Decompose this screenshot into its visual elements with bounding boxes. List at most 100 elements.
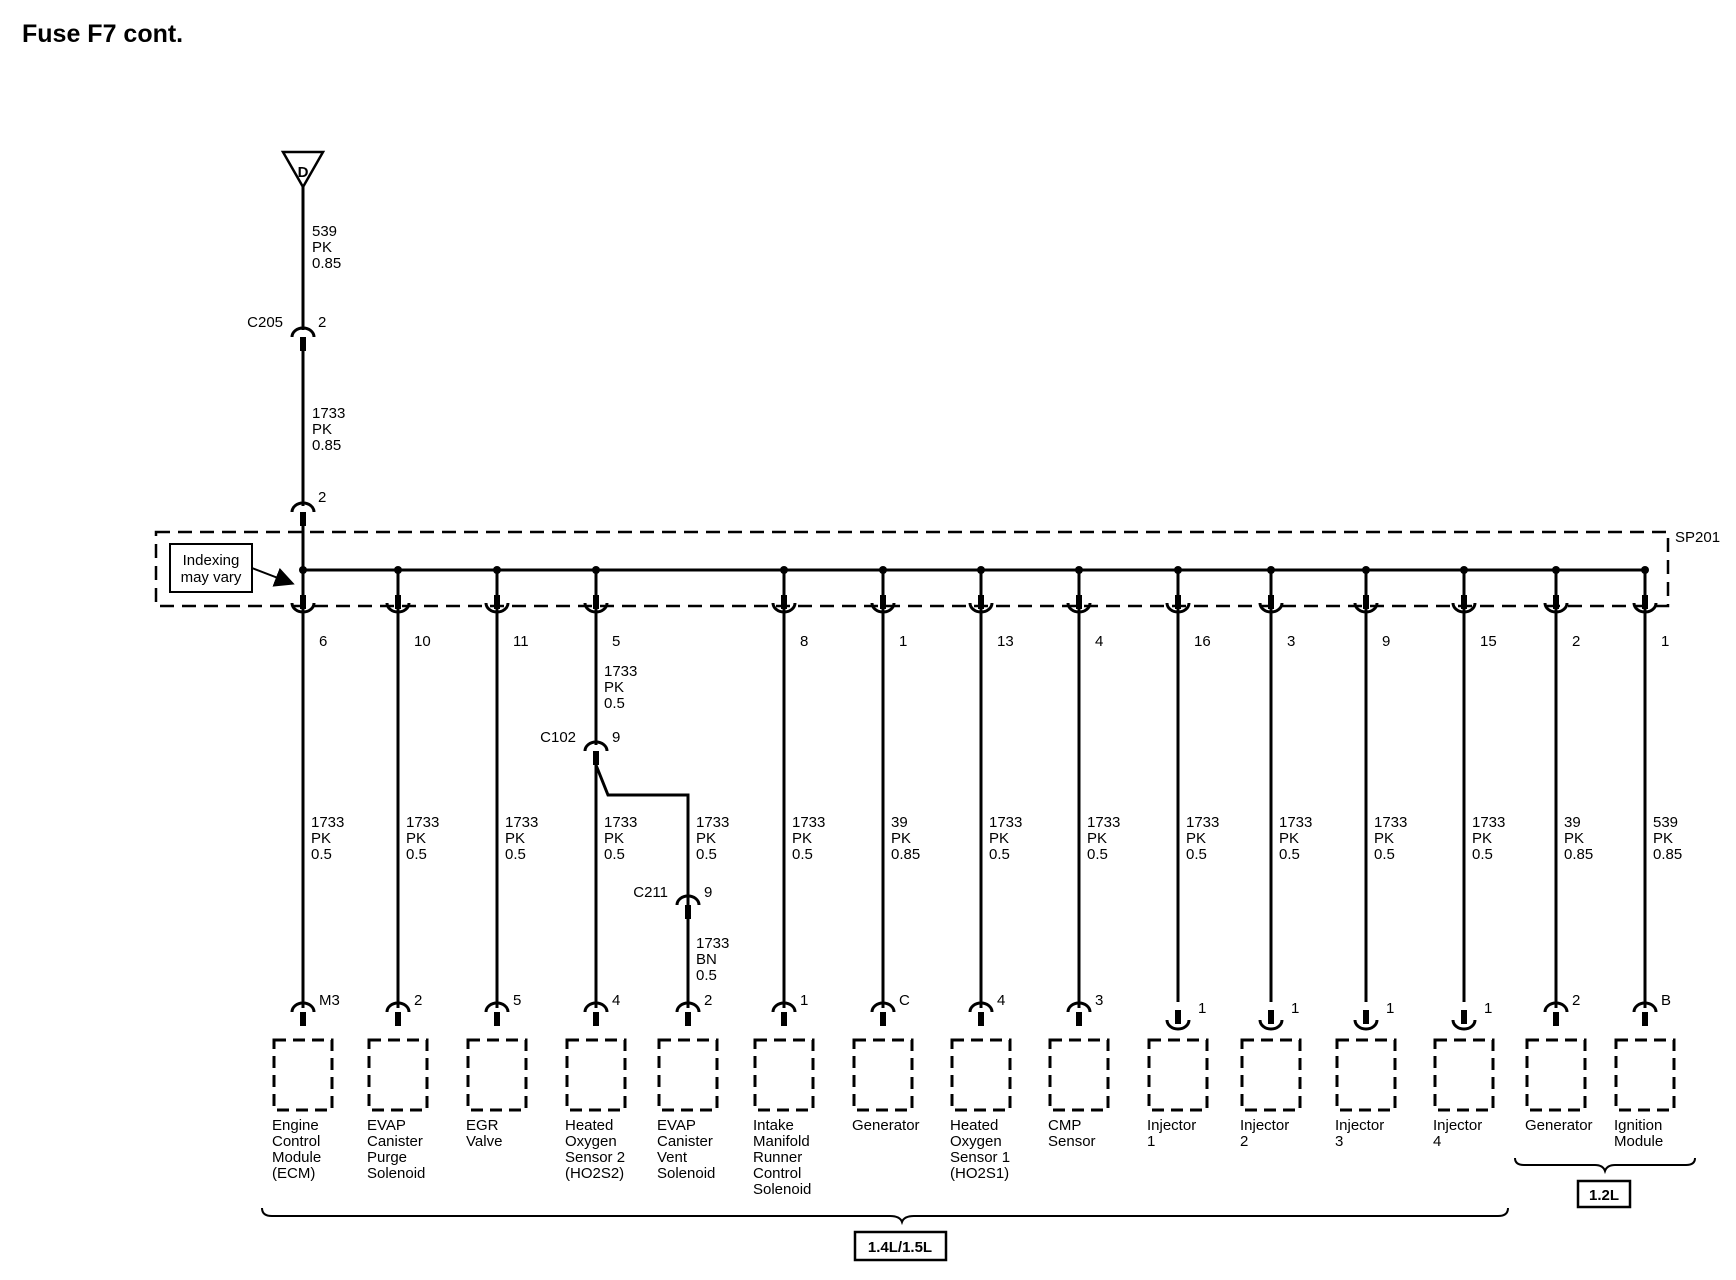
component-label-6: Manifold — [753, 1133, 810, 1150]
splice-pin-8: 13 — [997, 633, 1014, 650]
component-label-1: Control — [272, 1133, 320, 1150]
wire-label-1: 0.5 — [311, 846, 332, 863]
svg-text:539: 539 — [312, 223, 337, 240]
connector-c205: C205 2 — [247, 314, 326, 351]
wire-label-upper-4: 0.5 — [604, 695, 625, 712]
component-label-6: Intake — [753, 1117, 794, 1134]
splice-pack-name: SP201 — [1675, 529, 1720, 546]
component-label-15: Module — [1614, 1133, 1663, 1150]
connector-c211-name: C211 — [633, 884, 668, 901]
wire-label-5: 1733 — [696, 814, 729, 831]
wire-label-10: 0.5 — [1186, 846, 1207, 863]
component-label-8: Sensor 1 — [950, 1149, 1010, 1166]
component-label-15: Ignition — [1614, 1117, 1662, 1134]
wire-label-2: 1733 — [406, 814, 439, 831]
component-connector-7 — [870, 1001, 896, 1013]
wire-label-11: PK — [1279, 830, 1299, 847]
connector-c205-name: C205 — [247, 314, 283, 331]
component-connector-14 — [1543, 1001, 1569, 1013]
wire-label-upper-4: PK — [604, 679, 624, 696]
component-label-1: Engine — [272, 1117, 319, 1134]
component-pin-13: 1 — [1484, 1000, 1492, 1017]
splice-pin-6: 8 — [800, 633, 808, 650]
wire-label-3: 0.5 — [505, 846, 526, 863]
wire-label-15: 0.85 — [1653, 846, 1682, 863]
component-box-7 — [852, 1038, 914, 1112]
wire-label-15: 539 — [1653, 814, 1678, 831]
wire-label-9: PK — [1087, 830, 1107, 847]
component-label-8: (HO2S1) — [950, 1165, 1009, 1182]
splice-pin-2: 10 — [414, 633, 431, 650]
wire-label-9: 0.5 — [1087, 846, 1108, 863]
wire-label-c211-after: BN — [696, 951, 717, 968]
indexing-note-line-1: Indexing — [183, 552, 240, 569]
component-label-13: Injector — [1433, 1117, 1482, 1134]
component-label-2: Solenoid — [367, 1165, 425, 1182]
component-connector-2 — [385, 1001, 411, 1013]
component-label-4: Oxygen — [565, 1133, 617, 1150]
wire-label-8: PK — [989, 830, 1009, 847]
component-connector-6 — [771, 1001, 797, 1013]
group-small-label: 1.2L — [1589, 1187, 1619, 1204]
wire-label-source-top: 539 PK 0.85 — [312, 223, 341, 272]
wire-label-6: 1733 — [792, 814, 825, 831]
wire-label-5: PK — [696, 830, 716, 847]
component-label-1: Module — [272, 1149, 321, 1166]
wire-label-13: 1733 — [1472, 814, 1505, 831]
component-pin-1: M3 — [319, 992, 340, 1009]
component-box-11 — [1240, 1038, 1302, 1112]
page-title: Fuse F7 cont. — [22, 20, 184, 48]
splice-pin-11: 3 — [1287, 633, 1295, 650]
group-bracket-large: 1.4L/1.5L — [261, 1207, 1509, 1262]
component-label-5: EVAP — [657, 1117, 696, 1134]
wire-label-12: 0.5 — [1374, 846, 1395, 863]
component-box-6 — [753, 1038, 815, 1112]
component-connector-11 — [1258, 1019, 1284, 1031]
wire-label-5: 0.5 — [696, 846, 717, 863]
splice-input-pin: 2 — [318, 489, 326, 506]
component-pin-14: 2 — [1572, 992, 1580, 1009]
component-connector-13 — [1451, 1019, 1477, 1031]
connector-c211-pin: 9 — [704, 884, 712, 901]
component-connector-4 — [583, 1001, 609, 1013]
component-pin-7: C — [899, 992, 910, 1009]
component-label-2: Purge — [367, 1149, 407, 1166]
component-label-11: Injector — [1240, 1117, 1289, 1134]
splice-pin-7: 1 — [899, 633, 907, 650]
wire-label-4: 0.5 — [604, 846, 625, 863]
component-box-15 — [1614, 1038, 1676, 1112]
component-connector-5 — [675, 1001, 701, 1013]
component-label-11: 2 — [1240, 1133, 1248, 1150]
wire-label-6: 0.5 — [792, 846, 813, 863]
component-label-12: Injector — [1335, 1117, 1384, 1134]
wire-label-4: 1733 — [604, 814, 637, 831]
source-symbol-label: D — [298, 164, 309, 181]
component-connector-10 — [1165, 1019, 1191, 1031]
component-label-6: Runner — [753, 1149, 802, 1166]
component-label-5: Solenoid — [657, 1165, 715, 1182]
component-box-10 — [1147, 1038, 1209, 1112]
wire-label-4: PK — [604, 830, 624, 847]
svg-text:0.85: 0.85 — [312, 437, 341, 454]
indexing-note: Indexing may vary — [169, 543, 295, 593]
wire-label-7: 0.85 — [891, 846, 920, 863]
wire-label-9: 1733 — [1087, 814, 1120, 831]
component-label-4: (HO2S2) — [565, 1165, 624, 1182]
wire-label-6: PK — [792, 830, 812, 847]
wire-branch-c102-to-c211 — [594, 764, 690, 1008]
wire-label-10: PK — [1186, 830, 1206, 847]
branch-circuits: 61733PK0.5M3EngineControlModule(ECM)1017… — [272, 566, 1682, 1198]
wire-label-8: 1733 — [989, 814, 1022, 831]
component-box-13 — [1433, 1038, 1495, 1112]
component-box-3 — [466, 1038, 528, 1112]
wire-label-7: 39 — [891, 814, 908, 831]
component-label-8: Oxygen — [950, 1133, 1002, 1150]
component-connector-1 — [290, 1001, 316, 1013]
component-box-9 — [1048, 1038, 1110, 1112]
component-label-2: Canister — [367, 1133, 423, 1150]
connector-c205-pin: 2 — [318, 314, 326, 331]
splice-pin-1: 6 — [319, 633, 327, 650]
connector-c102-name: C102 — [540, 729, 576, 746]
component-connector-3 — [484, 1001, 510, 1013]
component-connector-15 — [1632, 1001, 1658, 1013]
